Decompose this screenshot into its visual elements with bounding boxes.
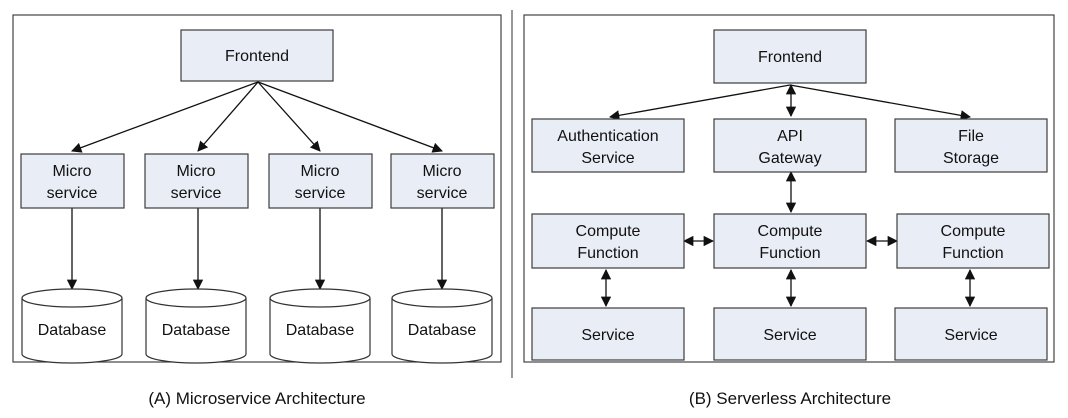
panel-a-microservice: Frontend Micro service Micro service Mic… xyxy=(12,14,502,408)
gateway-line1: API xyxy=(777,128,803,145)
compute-1-line2: Function xyxy=(577,245,638,262)
service-2: Service xyxy=(713,307,867,361)
database-2: Database xyxy=(145,288,247,364)
file-storage: File Storage xyxy=(894,118,1048,173)
arrow-frontend-to-micro-2 xyxy=(197,81,259,152)
authentication-service: Authentication Service xyxy=(531,118,685,173)
compute-3-line2: Function xyxy=(942,245,1003,262)
panel-b-serverless: Frontend Authentication Service API Gate… xyxy=(523,14,1055,408)
compute-3-line1: Compute xyxy=(941,223,1006,240)
micro-service-3: Micro service xyxy=(268,153,373,209)
service-1-label: Service xyxy=(581,327,634,344)
gateway-line2: Gateway xyxy=(758,150,821,167)
database-1-label: Database xyxy=(38,322,107,339)
compute-2-line2: Function xyxy=(759,245,820,262)
micro-service-4: Micro service xyxy=(390,153,495,209)
auth-line1: Authentication xyxy=(557,128,658,145)
arrow-frontend-to-storage xyxy=(789,84,972,121)
service-2-label: Service xyxy=(763,327,816,344)
micro-service-4-line2: service xyxy=(417,185,468,202)
compute-2-line1: Compute xyxy=(758,223,823,240)
storage-line2: Storage xyxy=(943,150,999,167)
compute-function-3: Compute Function xyxy=(896,213,1050,269)
storage-line1: File xyxy=(958,128,984,145)
arrow-frontend-to-micro-3 xyxy=(257,81,321,152)
database-4-label: Database xyxy=(408,322,477,339)
compute-function-1: Compute Function xyxy=(531,213,685,269)
database-4: Database xyxy=(391,288,493,364)
service-1: Service xyxy=(531,307,685,361)
database-2-label: Database xyxy=(162,322,231,339)
compute-function-2: Compute Function xyxy=(713,213,867,269)
panel-a-caption: (A) Microservice Architecture xyxy=(148,389,365,408)
micro-service-2-line1: Micro xyxy=(176,163,215,180)
micro-service-2-line2: service xyxy=(171,185,222,202)
database-3: Database xyxy=(269,288,371,364)
frontend-label-a: Frontend xyxy=(225,48,289,65)
service-3-label: Service xyxy=(944,327,997,344)
auth-line2: Service xyxy=(581,150,634,167)
database-3-label: Database xyxy=(286,322,355,339)
service-3: Service xyxy=(894,307,1048,361)
micro-service-1: Micro service xyxy=(20,153,125,209)
frontend-box-a: Frontend xyxy=(180,29,334,82)
micro-service-1-line2: service xyxy=(47,185,98,202)
arrow-frontend-to-micro-1 xyxy=(71,81,259,153)
micro-service-4-line1: Micro xyxy=(422,163,461,180)
panel-b-caption: (B) Serverless Architecture xyxy=(689,389,891,408)
frontend-box-b: Frontend xyxy=(713,29,867,84)
frontend-label-b: Frontend xyxy=(758,49,822,66)
micro-service-1-line1: Micro xyxy=(52,163,91,180)
micro-service-3-line1: Micro xyxy=(300,163,339,180)
micro-service-3-line2: service xyxy=(295,185,346,202)
database-1: Database xyxy=(21,288,123,364)
micro-service-2: Micro service xyxy=(144,153,249,209)
compute-1-line1: Compute xyxy=(576,223,641,240)
api-gateway: API Gateway xyxy=(713,118,867,173)
arrow-frontend-to-micro-4 xyxy=(257,81,443,153)
arrow-frontend-to-auth xyxy=(608,84,791,121)
